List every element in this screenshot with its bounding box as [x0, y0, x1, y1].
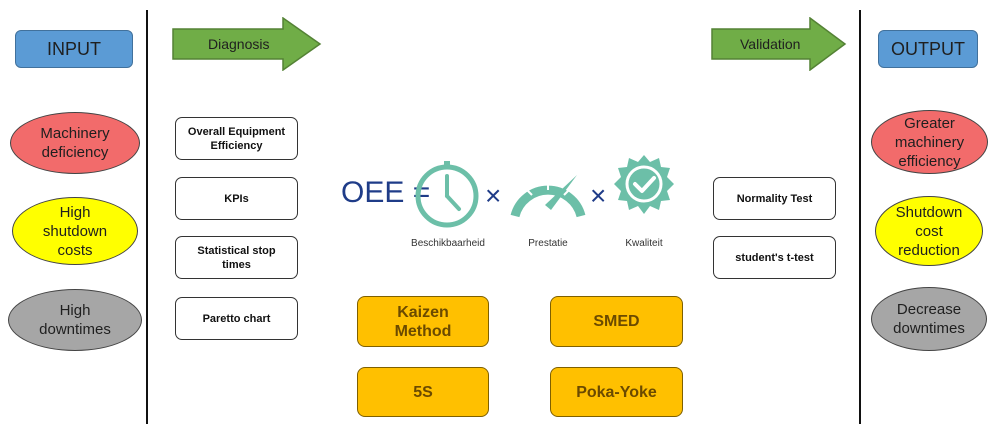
val-ttest-box: student's t-test [713, 236, 836, 279]
diag-pareto-box: Paretto chart [175, 297, 298, 340]
input-downtimes: High downtimes [8, 289, 142, 351]
caption-quality: Kwaliteit [625, 238, 663, 249]
caption-availability: Beschikbaarheid [411, 238, 485, 249]
method-pokayoke-box: Poka-Yoke [550, 367, 683, 417]
output-cost-reduction: Shutdown cost reduction [875, 196, 983, 266]
input-shutdown-costs: High shutdown costs [12, 197, 138, 265]
oee-formula-label: OEE = [341, 176, 430, 210]
diagnosis-arrow [172, 17, 322, 71]
output-greater-efficiency: Greater machinery efficiency [871, 110, 988, 174]
quality-badge-icon [614, 155, 674, 214]
times-sign-2: × [590, 180, 607, 211]
diag-kpis-box: KPIs [175, 177, 298, 220]
input-machinery-deficiency: Machinery deficiency [10, 112, 140, 174]
validation-label: Validation [740, 36, 801, 52]
output-decrease-downtimes: Decrease downtimes [871, 287, 987, 351]
left-divider [146, 10, 148, 424]
input-header: INPUT [15, 30, 133, 68]
output-header: OUTPUT [878, 30, 978, 68]
caption-performance: Prestatie [528, 238, 568, 249]
diag-oee-box: Overall Equipment Efficiency [175, 117, 298, 160]
times-sign-1: × [485, 180, 502, 211]
clock-icon [415, 161, 479, 228]
method-kaizen-box: Kaizen Method [357, 296, 489, 347]
method-5s-box: 5S [357, 367, 489, 417]
right-divider [859, 10, 861, 424]
diag-stop-times-box: Statistical stop times [175, 236, 298, 279]
validation-arrow [711, 17, 847, 71]
val-normality-box: Normality Test [713, 177, 836, 220]
method-smed-box: SMED [550, 296, 683, 347]
oee-text: OEE [341, 176, 405, 209]
diagnosis-label: Diagnosis [208, 36, 270, 52]
speedometer-icon [510, 175, 586, 218]
